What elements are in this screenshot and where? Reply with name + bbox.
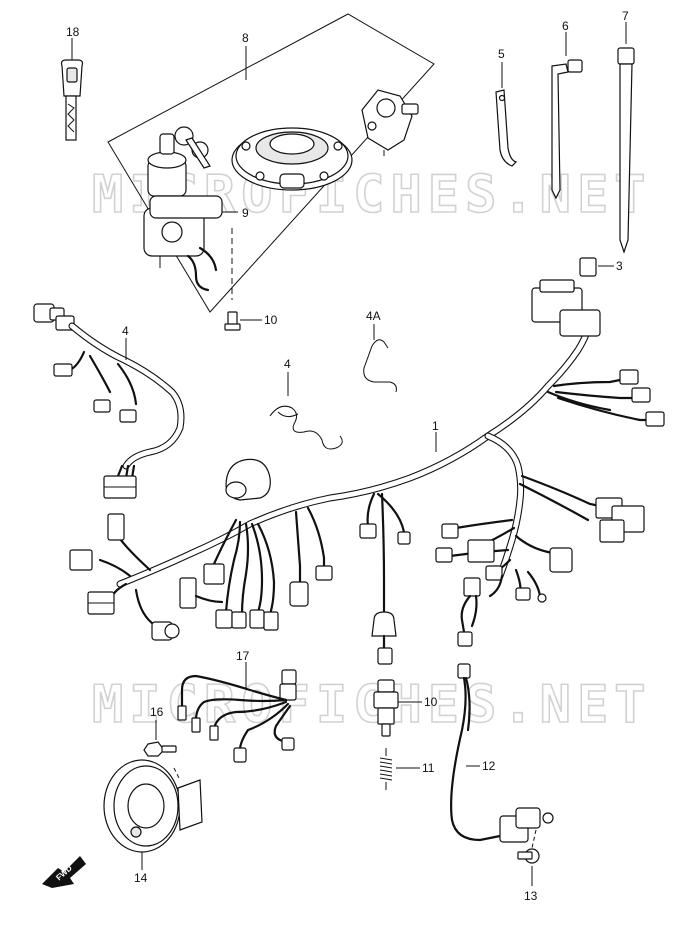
callout-8: 8	[242, 31, 249, 45]
spring-part-12	[379, 748, 420, 790]
switch-lead-part-13	[450, 663, 554, 886]
clip-part-4a	[363, 324, 397, 393]
callout-4: 4	[284, 357, 291, 371]
callout-15: 14	[134, 871, 148, 885]
callout-7: 7	[622, 9, 629, 23]
bolt-part-10	[224, 311, 262, 331]
callout-6: 6	[562, 19, 569, 33]
callout-18: 18	[66, 25, 80, 39]
clamp-part-5	[495, 62, 518, 167]
callout-14: 13	[524, 889, 538, 903]
callout-17: 17	[236, 649, 250, 663]
callout-11: 10	[424, 695, 438, 709]
callout-9: 9	[242, 206, 249, 220]
horn-part-15	[103, 759, 203, 870]
callout-5: 5	[498, 47, 505, 61]
key-part-18	[60, 38, 84, 141]
seat-lock	[361, 89, 419, 156]
callout-1: 1	[432, 419, 439, 433]
fwd-arrow: FWD	[42, 856, 86, 888]
main-harness-part-1	[69, 279, 665, 665]
callout-3: 4	[122, 324, 129, 338]
watermark-bottom: MICROFICHES.NET	[92, 675, 652, 735]
clip-part-4	[269, 372, 343, 450]
screw-part-14	[517, 829, 540, 886]
callout-16: 16	[150, 705, 164, 719]
fuel-cap	[231, 127, 353, 191]
bolt-part-16	[143, 720, 177, 757]
fuse-part-2	[579, 257, 614, 277]
lock-set-part-8	[107, 13, 435, 313]
sensor-part-11	[373, 679, 422, 737]
clamp-part-6	[551, 32, 583, 200]
callout-13: 12	[482, 759, 496, 773]
callout-10: 10	[264, 313, 278, 327]
callout-12: 11	[422, 761, 435, 775]
callout-labels: 18 8 5 6 7 9 3 10 4 4A 4 1 17 10 16 11 1…	[66, 9, 629, 903]
callout-4a: 4A	[366, 309, 381, 323]
ignition-switch-part-9	[143, 126, 238, 292]
cable-tie-part-7	[617, 22, 635, 254]
callout-2: 3	[616, 259, 623, 273]
lead-set-part-17	[177, 662, 297, 763]
sub-harness-part-3	[33, 303, 185, 499]
